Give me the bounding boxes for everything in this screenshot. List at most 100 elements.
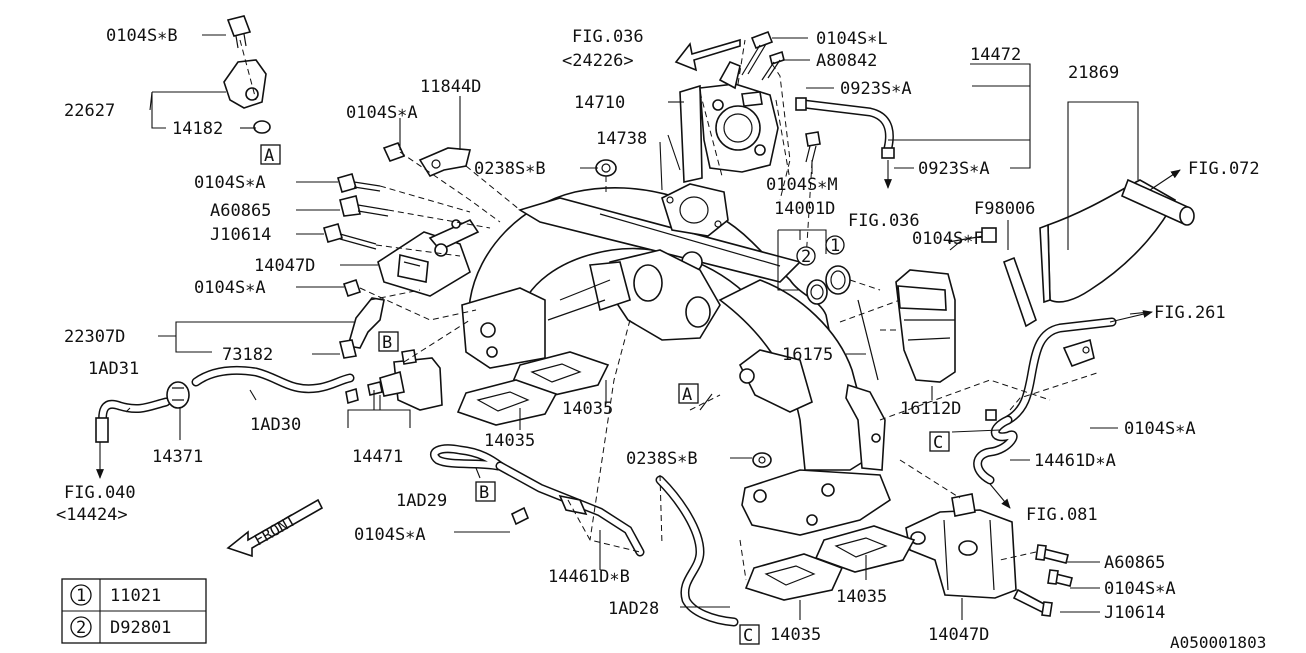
diagram-id: A050001803 — [1170, 633, 1266, 652]
label-14461DB: 14461D∗B — [548, 567, 630, 587]
gasket-14738 — [661, 183, 729, 237]
fig036-arrow — [674, 38, 741, 72]
bolt-0238SB-lower — [752, 452, 772, 468]
air-duct-21869 — [1039, 178, 1195, 304]
label-16175: 16175 — [782, 345, 833, 365]
valve-16112D — [857, 227, 1037, 383]
label-14035-1: 14035 — [562, 399, 613, 419]
label-0104SA-4: 0104S∗A — [354, 525, 426, 545]
label-0923SA-2: 0923S∗A — [918, 159, 990, 179]
label-0238SB-1: 0238S∗B — [474, 159, 546, 179]
bracket-14047D-lower — [905, 493, 1017, 599]
label-fig040: FIG.040 — [64, 483, 136, 503]
label-14047D-2: 14047D — [928, 625, 989, 645]
svg-text:B: B — [479, 483, 489, 503]
label-14371: 14371 — [152, 447, 203, 467]
svg-text:A: A — [682, 385, 692, 405]
svg-text:C: C — [743, 626, 753, 646]
label-14472: 14472 — [970, 45, 1021, 65]
label-14001D: 14001D — [774, 199, 835, 219]
label-0104SL: 0104S∗L — [816, 29, 888, 49]
label-14738: 14738 — [596, 129, 647, 149]
label-1AD31: 1AD31 — [88, 359, 139, 379]
label-fig081: FIG.081 — [1026, 505, 1098, 525]
ref-box-A-mid: A — [678, 383, 699, 405]
legend-num-2: 2 — [76, 618, 86, 638]
label-14182: 14182 — [172, 119, 223, 139]
hose-1AD31 — [95, 397, 171, 443]
svg-text:C: C — [933, 433, 943, 453]
gaskets-14035 — [456, 351, 916, 601]
bolts-upper-left — [323, 142, 406, 298]
label-14047D-1: 14047D — [254, 256, 315, 276]
pipe-14461D-B — [495, 461, 645, 557]
label-0104SA-5: 0104S∗A — [1104, 579, 1176, 599]
throttle-body — [679, 60, 779, 183]
legend-circle-2 — [70, 616, 92, 638]
ref-box-A-top: A — [260, 144, 281, 166]
label-11844D: 11844D — [420, 77, 481, 97]
arrows — [96, 160, 1181, 558]
leader-lines — [125, 34, 1151, 620]
ref-box-B-bottom: B — [475, 481, 496, 503]
filter-14371 — [166, 381, 190, 409]
circle-num-1: 1 — [825, 235, 845, 256]
svg-text:2: 2 — [801, 247, 811, 267]
legend-num-1: 1 — [76, 586, 86, 606]
hose-1AD28 — [655, 475, 739, 627]
label-A60865-1: A60865 — [210, 201, 271, 221]
label-F98006: F98006 — [974, 199, 1035, 219]
svg-text:B: B — [382, 333, 392, 353]
pipe-261 — [973, 317, 1117, 485]
legend-table: 1 11021 2 D92801 — [61, 578, 207, 644]
hose-1AD30 — [191, 365, 355, 394]
label-14035-3: 14035 — [770, 625, 821, 645]
label-22307D: 22307D — [64, 327, 125, 347]
label-14471: 14471 — [352, 447, 403, 467]
label-0923SA-1: 0923S∗A — [840, 79, 912, 99]
legend-circle-1 — [70, 584, 92, 606]
label-0238SB-2: 0238S∗B — [626, 449, 698, 469]
label-14035-2: 14035 — [484, 431, 535, 451]
svg-text:A: A — [264, 146, 274, 166]
ref-box-C-right: C — [929, 431, 950, 453]
ref-box-C-bottom: C — [739, 624, 760, 646]
ref-box-B-top: B — [378, 331, 399, 353]
front-arrow — [226, 498, 324, 558]
label-16112D: 16112D — [900, 399, 961, 419]
label-1AD28: 1AD28 — [608, 599, 659, 619]
label-0104SB: 0104S∗B — [106, 26, 178, 46]
bracket-22307D — [339, 297, 385, 359]
label-fig036-a: FIG.036 — [572, 27, 644, 47]
label-73182: 73182 — [222, 345, 273, 365]
label-14461DA: 14461D∗A — [1034, 451, 1116, 471]
label-fig261: FIG.261 — [1154, 303, 1226, 323]
o-rings-14001D — [806, 265, 851, 305]
label-0104SF: 0104S∗F — [912, 229, 984, 249]
label-fig072: FIG.072 — [1188, 159, 1260, 179]
label-1AD29: 1AD29 — [396, 491, 447, 511]
bolts-lower-right — [1012, 544, 1073, 617]
intake-manifold — [461, 186, 891, 536]
solenoid-14471 — [345, 349, 443, 411]
hose-14472 — [795, 97, 895, 159]
label-0104SA-1: 0104S∗A — [346, 103, 418, 123]
label-A80842: A80842 — [816, 51, 877, 71]
label-21869: 21869 — [1068, 63, 1119, 83]
circle-num-2: 2 — [796, 246, 816, 267]
guide-lines — [239, 39, 1101, 581]
label-1AD30: 1AD30 — [250, 415, 301, 435]
label-14710: 14710 — [574, 93, 625, 113]
label-A60865-2: A60865 — [1104, 553, 1165, 573]
bracket-14047D-upper — [377, 218, 480, 297]
label-0104SA-6: 0104S∗A — [1124, 419, 1196, 439]
label-22627: 22627 — [64, 101, 115, 121]
label-0104SM: 0104S∗M — [766, 175, 838, 195]
label-0104SA-2: 0104S∗A — [194, 173, 266, 193]
label-0104SA-3: 0104S∗A — [194, 278, 266, 298]
label-14035-4: 14035 — [836, 587, 887, 607]
svg-text:1: 1 — [830, 236, 840, 256]
label-fig036-a-sub: <24226> — [562, 51, 634, 71]
sensor-22627 — [223, 15, 271, 134]
label-fig040-sub: <14424> — [56, 505, 128, 525]
